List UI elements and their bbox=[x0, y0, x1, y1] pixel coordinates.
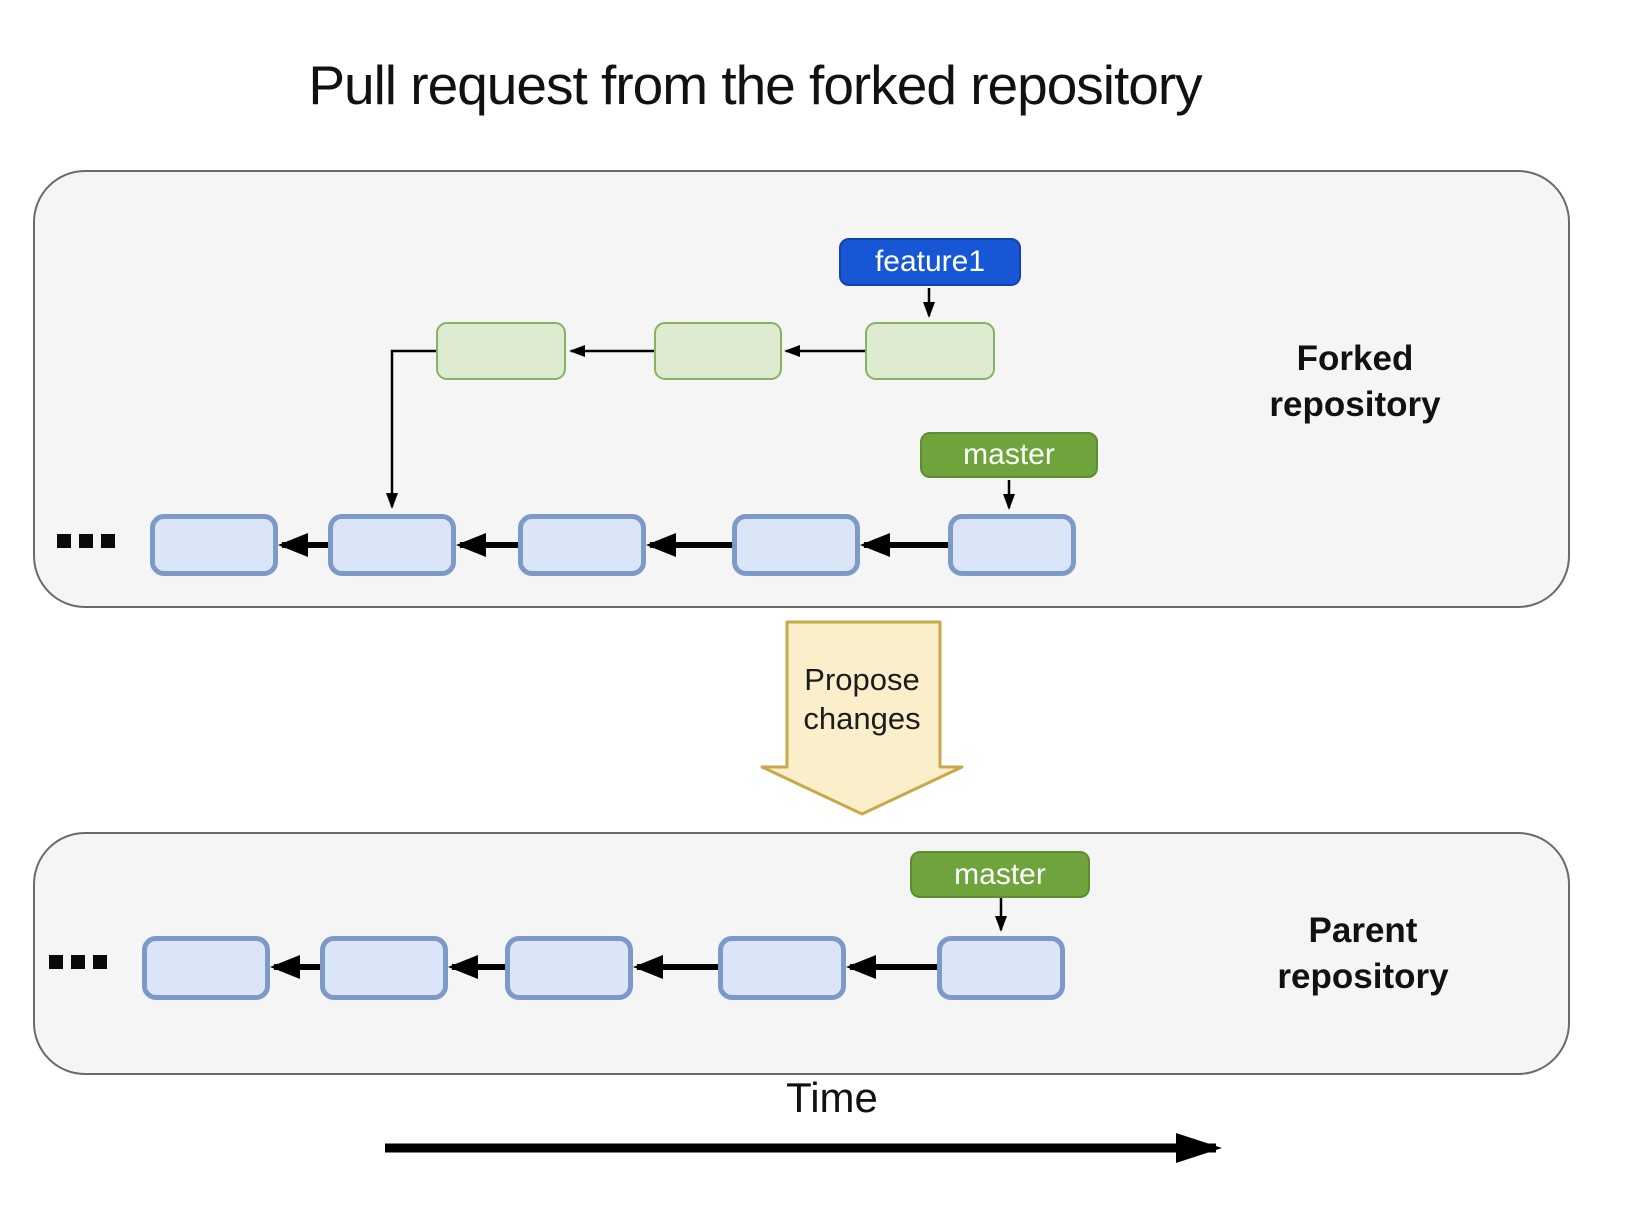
master-commit-node bbox=[518, 514, 646, 576]
ellipsis-dot bbox=[79, 534, 93, 548]
master-commit-node bbox=[505, 936, 633, 1000]
feature1-branch-label: feature1 bbox=[839, 238, 1021, 286]
master-commit-node bbox=[150, 514, 278, 576]
master-commit-node bbox=[948, 514, 1076, 576]
master-branch-label-text: master bbox=[954, 857, 1046, 891]
ellipsis-dot bbox=[71, 955, 85, 969]
history-ellipsis-icon bbox=[49, 955, 107, 969]
propose-changes-arrow bbox=[760, 620, 964, 816]
history-ellipsis-icon bbox=[57, 534, 115, 548]
feature-commit-node bbox=[436, 322, 566, 380]
branch-elbow-arrow bbox=[386, 349, 436, 509]
ellipsis-dot bbox=[49, 955, 63, 969]
master-branch-label-text: master bbox=[963, 438, 1055, 471]
master-commit-node bbox=[718, 936, 846, 1000]
ellipsis-dot bbox=[57, 534, 71, 548]
master-commit-node bbox=[732, 514, 860, 576]
master-commit-node bbox=[142, 936, 270, 1000]
propose-changes-line2: changes bbox=[803, 701, 921, 736]
parent-repo-label: Parent repository bbox=[1277, 911, 1449, 996]
master-commit-node bbox=[937, 936, 1065, 1000]
page-title: Pull request from the forked repository bbox=[308, 53, 1202, 116]
feature-commit-node bbox=[865, 322, 995, 380]
master-commit-node bbox=[328, 514, 456, 576]
master-branch-label-forked: master bbox=[920, 432, 1098, 478]
time-axis-label: Time bbox=[786, 1074, 878, 1121]
propose-changes-line1: Propose bbox=[804, 662, 920, 697]
master-commit-node bbox=[320, 936, 448, 1000]
ellipsis-dot bbox=[93, 955, 107, 969]
feature-commit-node bbox=[654, 322, 782, 380]
master-branch-label-parent: master bbox=[910, 851, 1090, 898]
feature1-branch-label-text: feature1 bbox=[874, 245, 986, 278]
ellipsis-dot bbox=[101, 534, 115, 548]
forked-repo-label: Forked repository bbox=[1269, 339, 1441, 424]
propose-changes-label: Propose changes bbox=[762, 660, 962, 738]
